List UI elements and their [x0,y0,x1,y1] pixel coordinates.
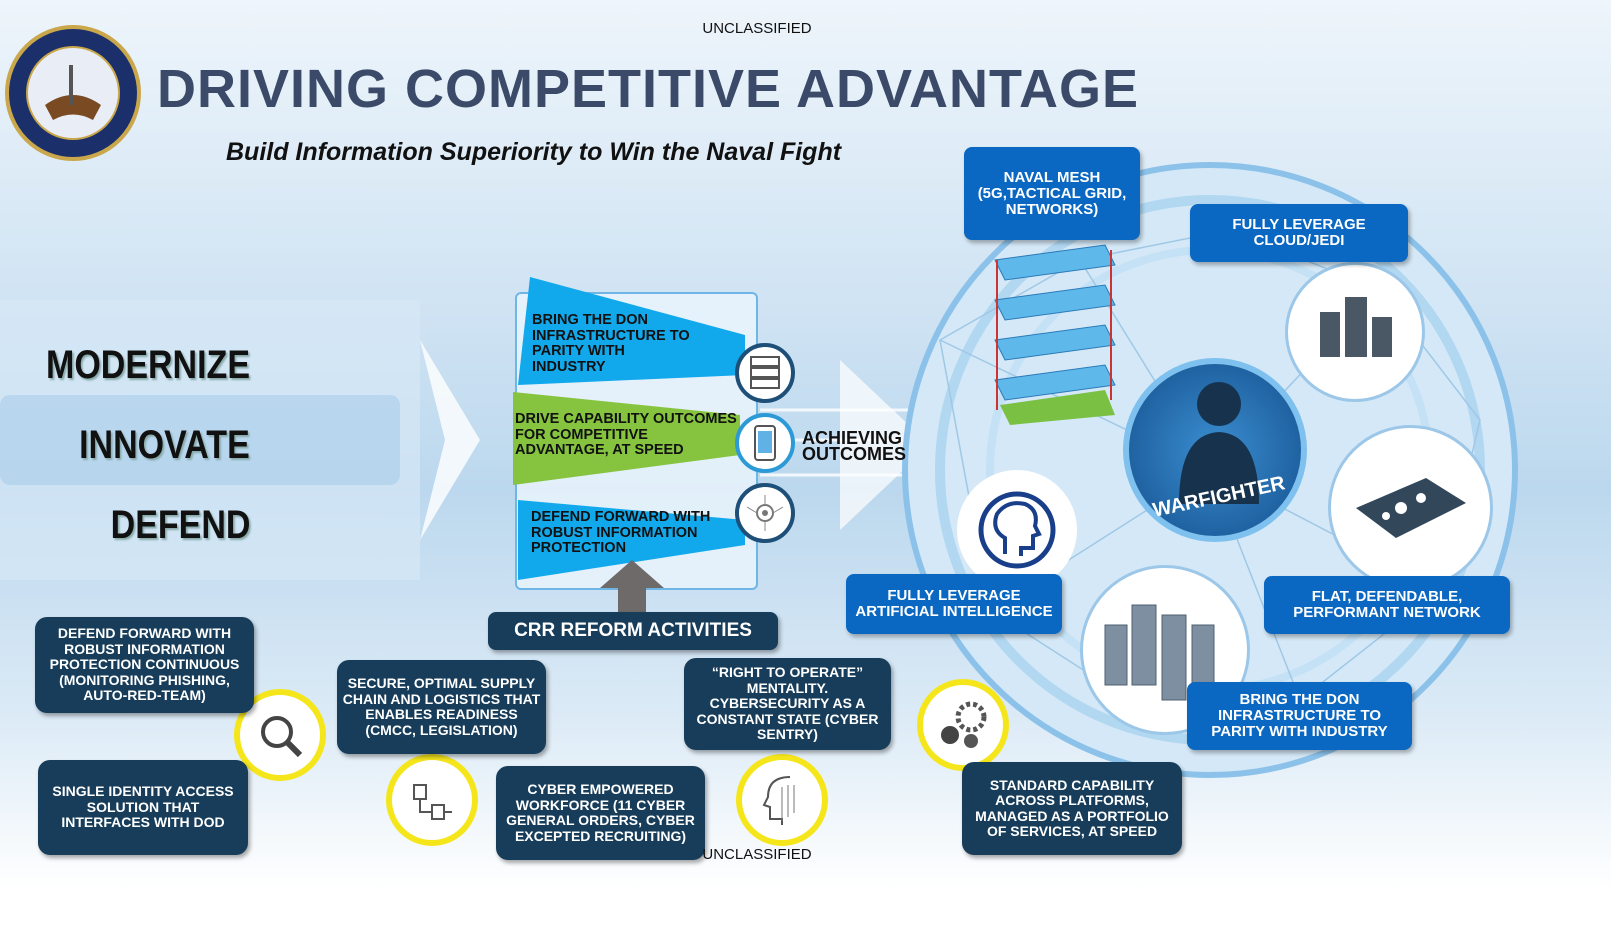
server-rack-icon [735,343,795,403]
network-chip-icon [735,483,795,543]
classification-top: UNCLASSIFIED [702,20,812,37]
pillar-defend: DEFEND [110,503,250,547]
search-analytics-icon [234,689,326,781]
activity-standard-capability: STANDARD CAPABILITY ACROSS PLATFORMS, MA… [962,762,1182,855]
pillar-innovate: INNOVATE [79,423,250,467]
navy-seal-logo [5,25,141,161]
naval-mesh-layers-graphic [994,244,1116,425]
wedge-capability-text: DRIVE CAPABILITY OUTCOMES FOR COMPETITIV… [515,411,737,458]
outcome-naval-mesh: NAVAL MESH (5G,TACTICAL GRID, NETWORKS) [964,147,1140,240]
outcome-cloud-jedi: FULLY LEVERAGE CLOUD/JEDI [1190,204,1408,262]
network-platform-image [1328,425,1493,590]
page-title: DRIVING COMPETITIVE ADVANTAGE [157,59,1140,119]
gears-icon [917,679,1009,771]
wedge-defend-text: DEFEND FORWARD WITH ROBUST INFORMATION P… [531,509,711,556]
mobile-device-icon [735,413,795,473]
up-arrow-icon [600,560,664,615]
outcome-infrastructure-parity: BRING THE DON INFRASTRUCTURE TO PARITY W… [1187,682,1412,750]
activity-single-identity: SINGLE IDENTITY ACCESS SOLUTION THAT INT… [38,760,248,855]
outcome-flat-network: FLAT, DEFENDABLE, PERFORMANT NETWORK [1264,576,1510,634]
achieving-outcomes-label: ACHIEVING OUTCOMES [802,428,907,464]
outcome-artificial-intelligence: FULLY LEVERAGE ARTIFICIAL INTELLIGENCE [846,574,1062,634]
flowchart-icon [386,754,478,846]
strategy-wedges [513,277,745,580]
soldier-silhouette-icon [1179,382,1259,504]
page-subtitle: Build Information Superiority to Win the… [226,138,842,166]
crr-reform-activities-header: CRR REFORM ACTIVITIES [488,612,778,650]
cyber-head-icon [736,754,828,846]
classification-bottom: UNCLASSIFIED [702,846,812,863]
activity-right-to-operate: “RIGHT TO OPERATE” MENTALITY. CYBERSECUR… [684,658,891,750]
artificial-intelligence-head-icon [957,470,1077,590]
cloud-data-center-image [1285,262,1425,402]
activity-supply-chain: SECURE, OPTIMAL SUPPLY CHAIN AND LOGISTI… [337,660,546,754]
wedge-defend [518,500,745,580]
activity-defend-forward: DEFEND FORWARD WITH ROBUST INFORMATION P… [35,617,254,713]
wedge-capability [513,392,740,485]
activity-cyber-workforce: CYBER EMPOWERED WORKFORCE (11 CYBER GENE… [496,766,705,860]
wedge-infrastructure-text: BRING THE DON INFRASTRUCTURE TO PARITY W… [532,312,690,375]
pillar-modernize: MODERNIZE [46,343,250,387]
warfighter-emblem: WARFIGHTER [1123,358,1307,542]
wedge-infrastructure [518,277,745,385]
